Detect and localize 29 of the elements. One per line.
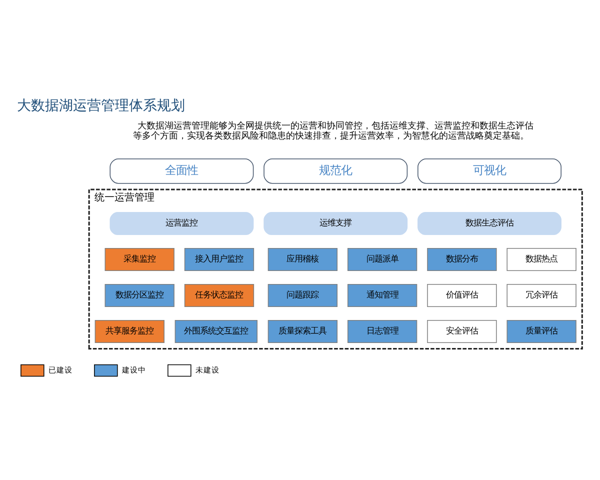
node-box: 采集监控: [104, 248, 174, 271]
node-box: 外围系统交互监控: [174, 320, 258, 343]
label: 大数据湖运营管理能够为全网提供统一的运营和协同管控，包括运维支撑、运营监控和数据生态评估等多个方面，实现各类数据风险和隐患的快速排查，提升运营效率，为智慧化的运营战略奠定基础。: [133, 120, 534, 142]
node-box: 数据分布: [427, 248, 497, 271]
node-box: 价值评估: [427, 284, 497, 307]
node-box: 日志管理: [347, 320, 418, 343]
node-box: 全面性: [110, 158, 254, 184]
node-box: 可视化: [418, 158, 562, 184]
node-box: 应用稽核: [268, 248, 338, 271]
node-box: 问题派单: [347, 248, 418, 271]
node-box: 运营监控: [110, 212, 254, 236]
node-box: 接入用户监控: [184, 248, 254, 271]
node-box: 质量探索工具: [268, 320, 338, 343]
legend-label: 未建设: [195, 365, 220, 374]
node-box: 规范化: [264, 158, 408, 184]
node-box: 运维支撑: [264, 212, 408, 236]
diagram-title: 大数据湖运营管理体系规划: [16, 98, 185, 114]
legend-label: 已建设: [48, 365, 72, 374]
legend-label: 建设中: [122, 365, 146, 374]
node-box: 通知管理: [347, 284, 418, 307]
node-box: 安全评估: [427, 320, 497, 343]
node-box: 数据热点: [506, 248, 576, 271]
node-box: 任务状态监控: [184, 284, 254, 307]
node-box: 共享服务监控: [94, 320, 164, 343]
node-box: 问题跟踪: [268, 284, 338, 307]
node-box: 质量评估: [506, 320, 576, 343]
node-box: 数据生态评估: [418, 212, 562, 236]
node-box: 冗余评估: [506, 284, 576, 307]
node-box: 数据分区监控: [104, 284, 174, 307]
